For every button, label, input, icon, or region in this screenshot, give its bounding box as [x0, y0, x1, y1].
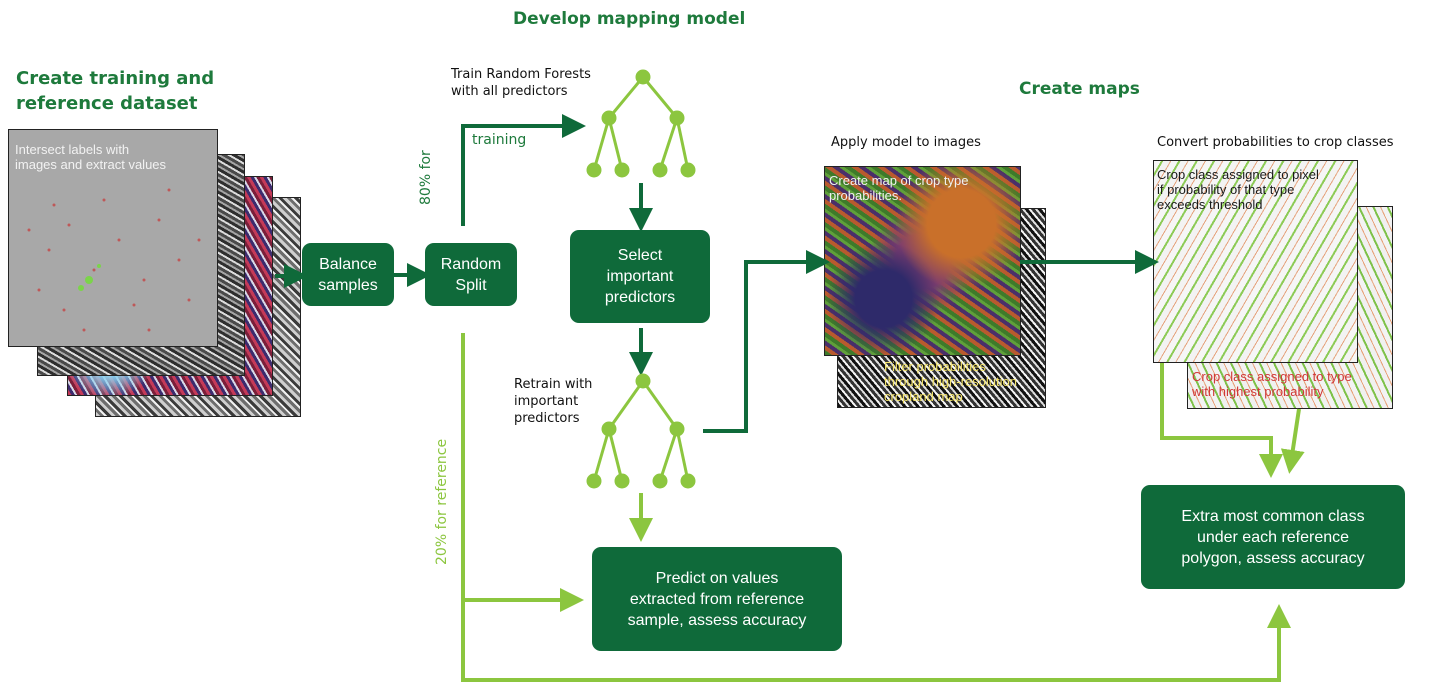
threshold-class-image: Crop class assigned to pixel if probabil…: [1153, 160, 1358, 363]
retrain-label: Retrain with important predictors: [514, 377, 593, 426]
probability-map-image: Create map of crop type probabilities.: [824, 166, 1021, 356]
arrow-split-to-predict: [461, 333, 584, 612]
intersect-caption: Intersect labels with images and extract…: [15, 142, 167, 172]
arrow-retrain-to-map: [703, 250, 830, 433]
random-forest-tree-icon: [586, 69, 696, 178]
assigned-type-caption: Crop class assigned to type with highest…: [1192, 369, 1352, 399]
heading-develop-model: Develop mapping model: [513, 9, 746, 29]
arrow-highest-to-extra: [1280, 408, 1305, 474]
convert-probabilities-label: Convert probabilities to crop classes: [1157, 135, 1394, 150]
extra-common-class-box: Extra most common class under each refer…: [1141, 485, 1405, 589]
prob-map-caption: Create map of crop type probabilities.: [829, 173, 969, 203]
arrow-split-to-extra: [461, 600, 1279, 682]
predict-reference-box: Predict on values extracted from referen…: [592, 547, 842, 651]
training-label: training: [472, 132, 527, 148]
apply-model-label: Apply model to images: [831, 135, 981, 150]
retrained-tree-icon: [586, 373, 696, 489]
arrow-split-to-training: [461, 114, 586, 226]
satellite-image-1: Intersect labels with images and extract…: [8, 129, 218, 347]
filter-caption: Filter probabilities through high-resolu…: [884, 359, 1017, 404]
heading-create-maps: Create maps: [1019, 79, 1140, 99]
assigned-pixel-caption: Crop class assigned to pixel if probabil…: [1157, 167, 1319, 212]
train-random-forests-label: Train Random Forests with all predictors: [451, 67, 591, 99]
heading-create-training: Create training and reference dataset: [16, 68, 215, 114]
arrow-classes-to-extra: [1160, 363, 1283, 478]
balance-samples-box: Balance samples: [302, 243, 394, 306]
label-points: [27, 188, 201, 332]
select-predictors-box: Select important predictors: [570, 230, 710, 323]
random-split-box: Random Split: [425, 243, 517, 306]
